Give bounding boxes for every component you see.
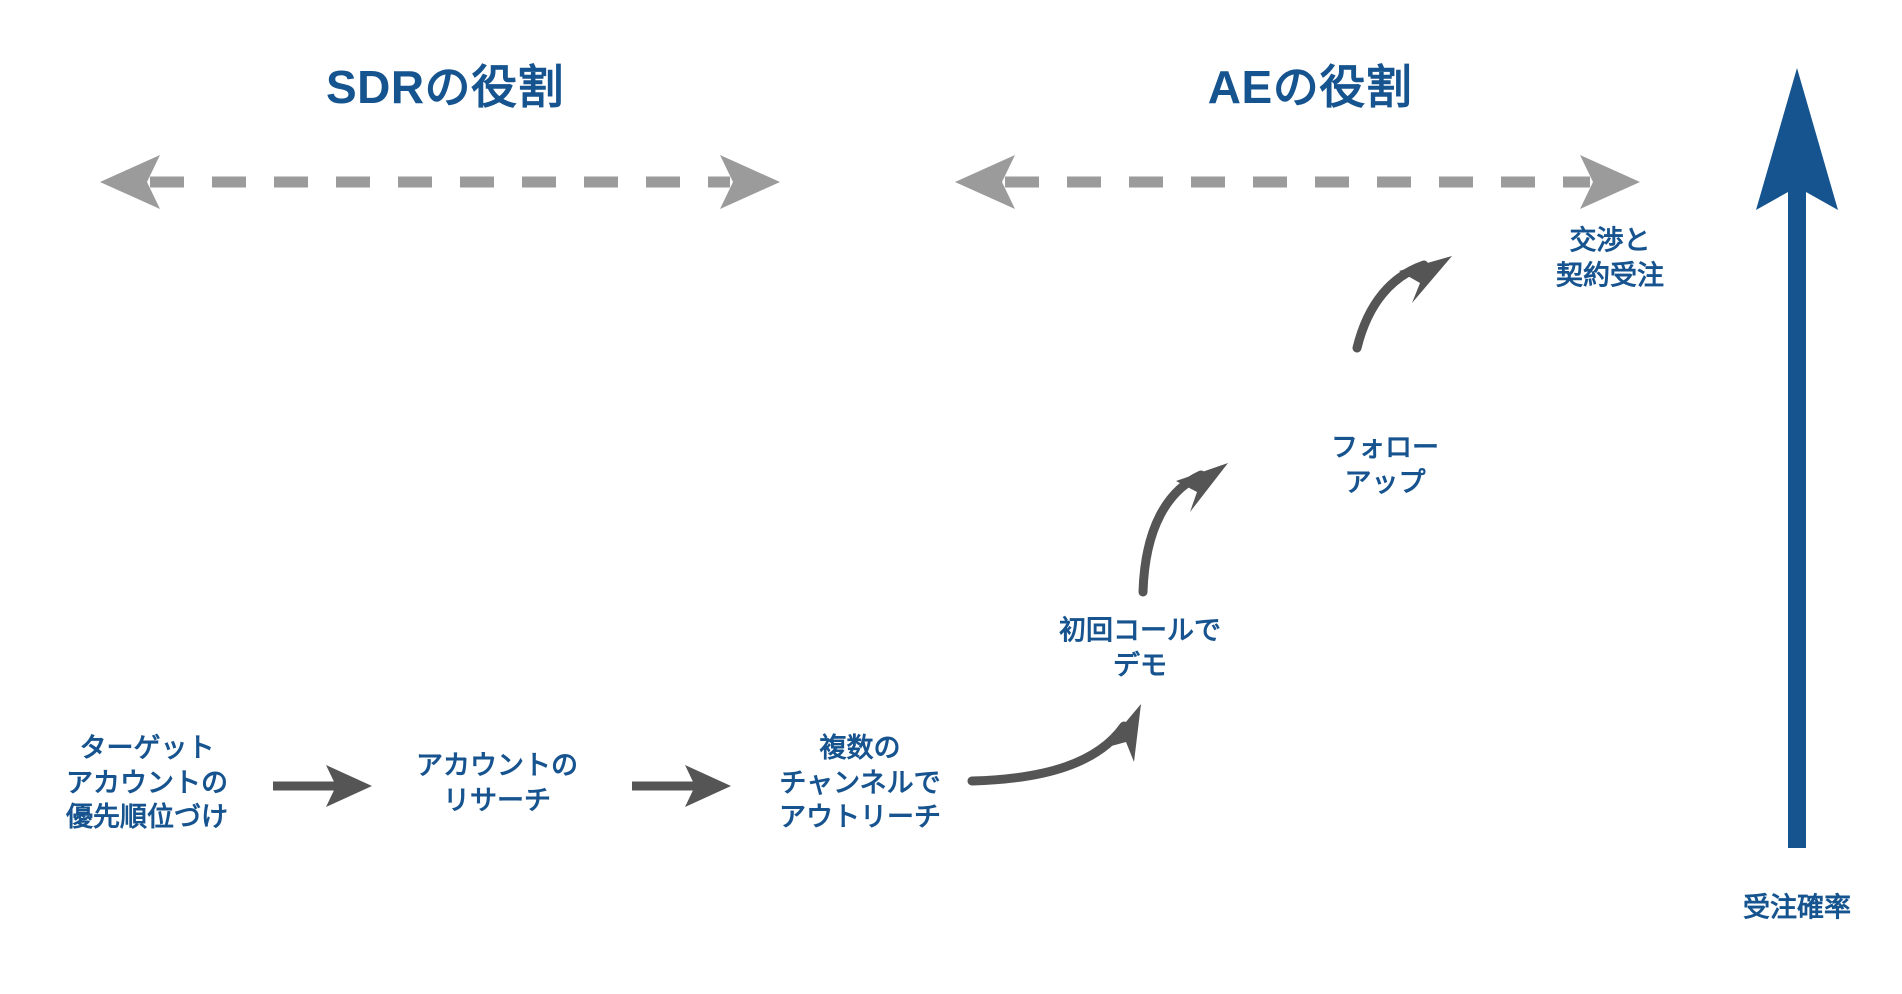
probability-axis-label: 受注確率 [1743, 892, 1851, 923]
step-label-first-call-demo: 初回コールで デモ [1059, 615, 1221, 680]
connector-step1-to-step2 [273, 765, 372, 807]
section-title-sdr: SDRの役割 [325, 61, 565, 113]
sdr-span-arrow [100, 155, 780, 209]
step-label-account-research: アカウントの リサーチ [416, 750, 578, 815]
step-label-follow-up: フォロー アップ [1331, 432, 1439, 497]
probability-axis-arrow [1756, 68, 1838, 848]
connector-step3-to-step4 [967, 704, 1141, 786]
connector-step5-to-step6 [1352, 256, 1452, 353]
step-label-multichannel-outreach: 複数の チャンネルで アウトリーチ [779, 733, 941, 833]
step-label-negotiation-and-closing: 交渉と 契約受注 [1556, 225, 1664, 290]
section-title-ae: AEの役割 [1207, 61, 1413, 113]
step-label-target-account-prioritization: ターゲット アカウントの 優先順位づけ [66, 733, 228, 833]
connector-step4-to-step5 [1138, 463, 1228, 597]
connector-step2-to-step3 [632, 765, 731, 807]
ae-span-arrow [955, 155, 1640, 209]
